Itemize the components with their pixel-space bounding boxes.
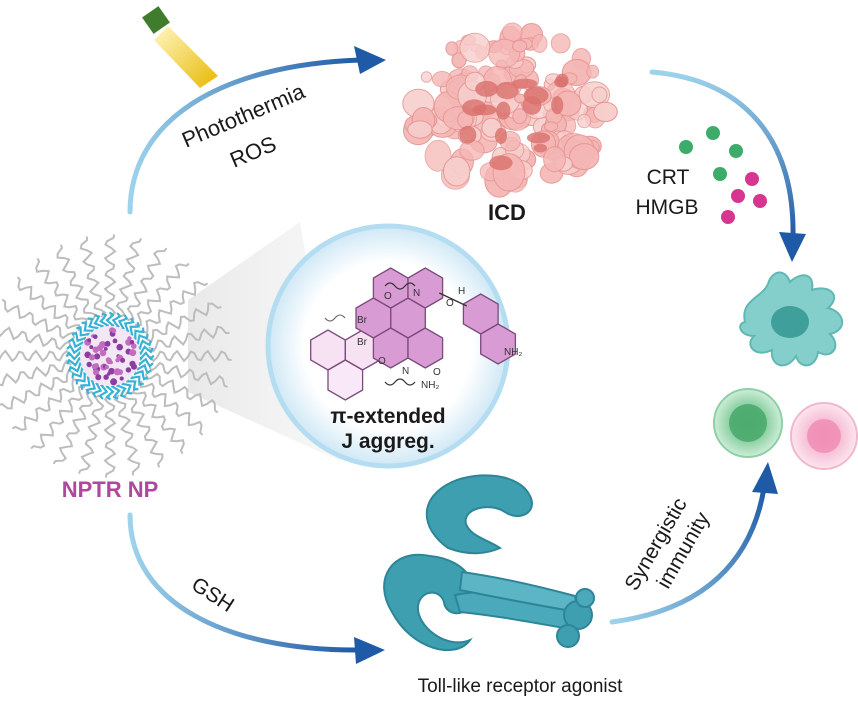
arrow-top (127, 46, 386, 215)
atom-label: NH₂ (421, 380, 439, 391)
atom-label: N (413, 288, 420, 299)
crt-molecule-dots (679, 126, 743, 181)
toll-like-receptor-label: Toll-like receptor agonist (418, 676, 624, 697)
gsh-label: GSH (187, 573, 238, 617)
icd-cell-cluster-icon (402, 22, 618, 198)
nptr-np-label: NPTR NP (62, 477, 159, 502)
hmgb-molecule-dots (721, 172, 767, 224)
pi-extended-label: π-extended (330, 405, 445, 428)
nptr-nanoparticle-icon (0, 234, 232, 478)
toll-like-receptor-icon (383, 474, 595, 652)
atom-label: N (402, 366, 409, 377)
hmgb-label: HMGB (636, 196, 699, 219)
atom-label: O (378, 356, 386, 367)
green-immune-cell-icon (713, 388, 783, 458)
atom-label: Br (357, 337, 368, 348)
arrow-bottom (127, 512, 385, 664)
atom-label: O (446, 298, 454, 309)
atom-label: Br (357, 315, 368, 326)
crt-label: CRT (647, 166, 690, 189)
arrow-right (649, 69, 806, 262)
pink-immune-cell-icon (790, 402, 858, 470)
ros-label: ROS (226, 131, 280, 173)
light-source-icon (142, 6, 218, 88)
atom-label: O (384, 291, 392, 302)
dendritic-cell-icon (739, 271, 844, 367)
atom-label: NH₂ (504, 347, 522, 358)
atom-label: H (458, 286, 465, 297)
arrow-synergistic (609, 462, 778, 625)
atom-label: O (433, 367, 441, 378)
j-aggreg-label: J aggreg. (341, 430, 434, 453)
icd-label: ICD (488, 200, 526, 225)
